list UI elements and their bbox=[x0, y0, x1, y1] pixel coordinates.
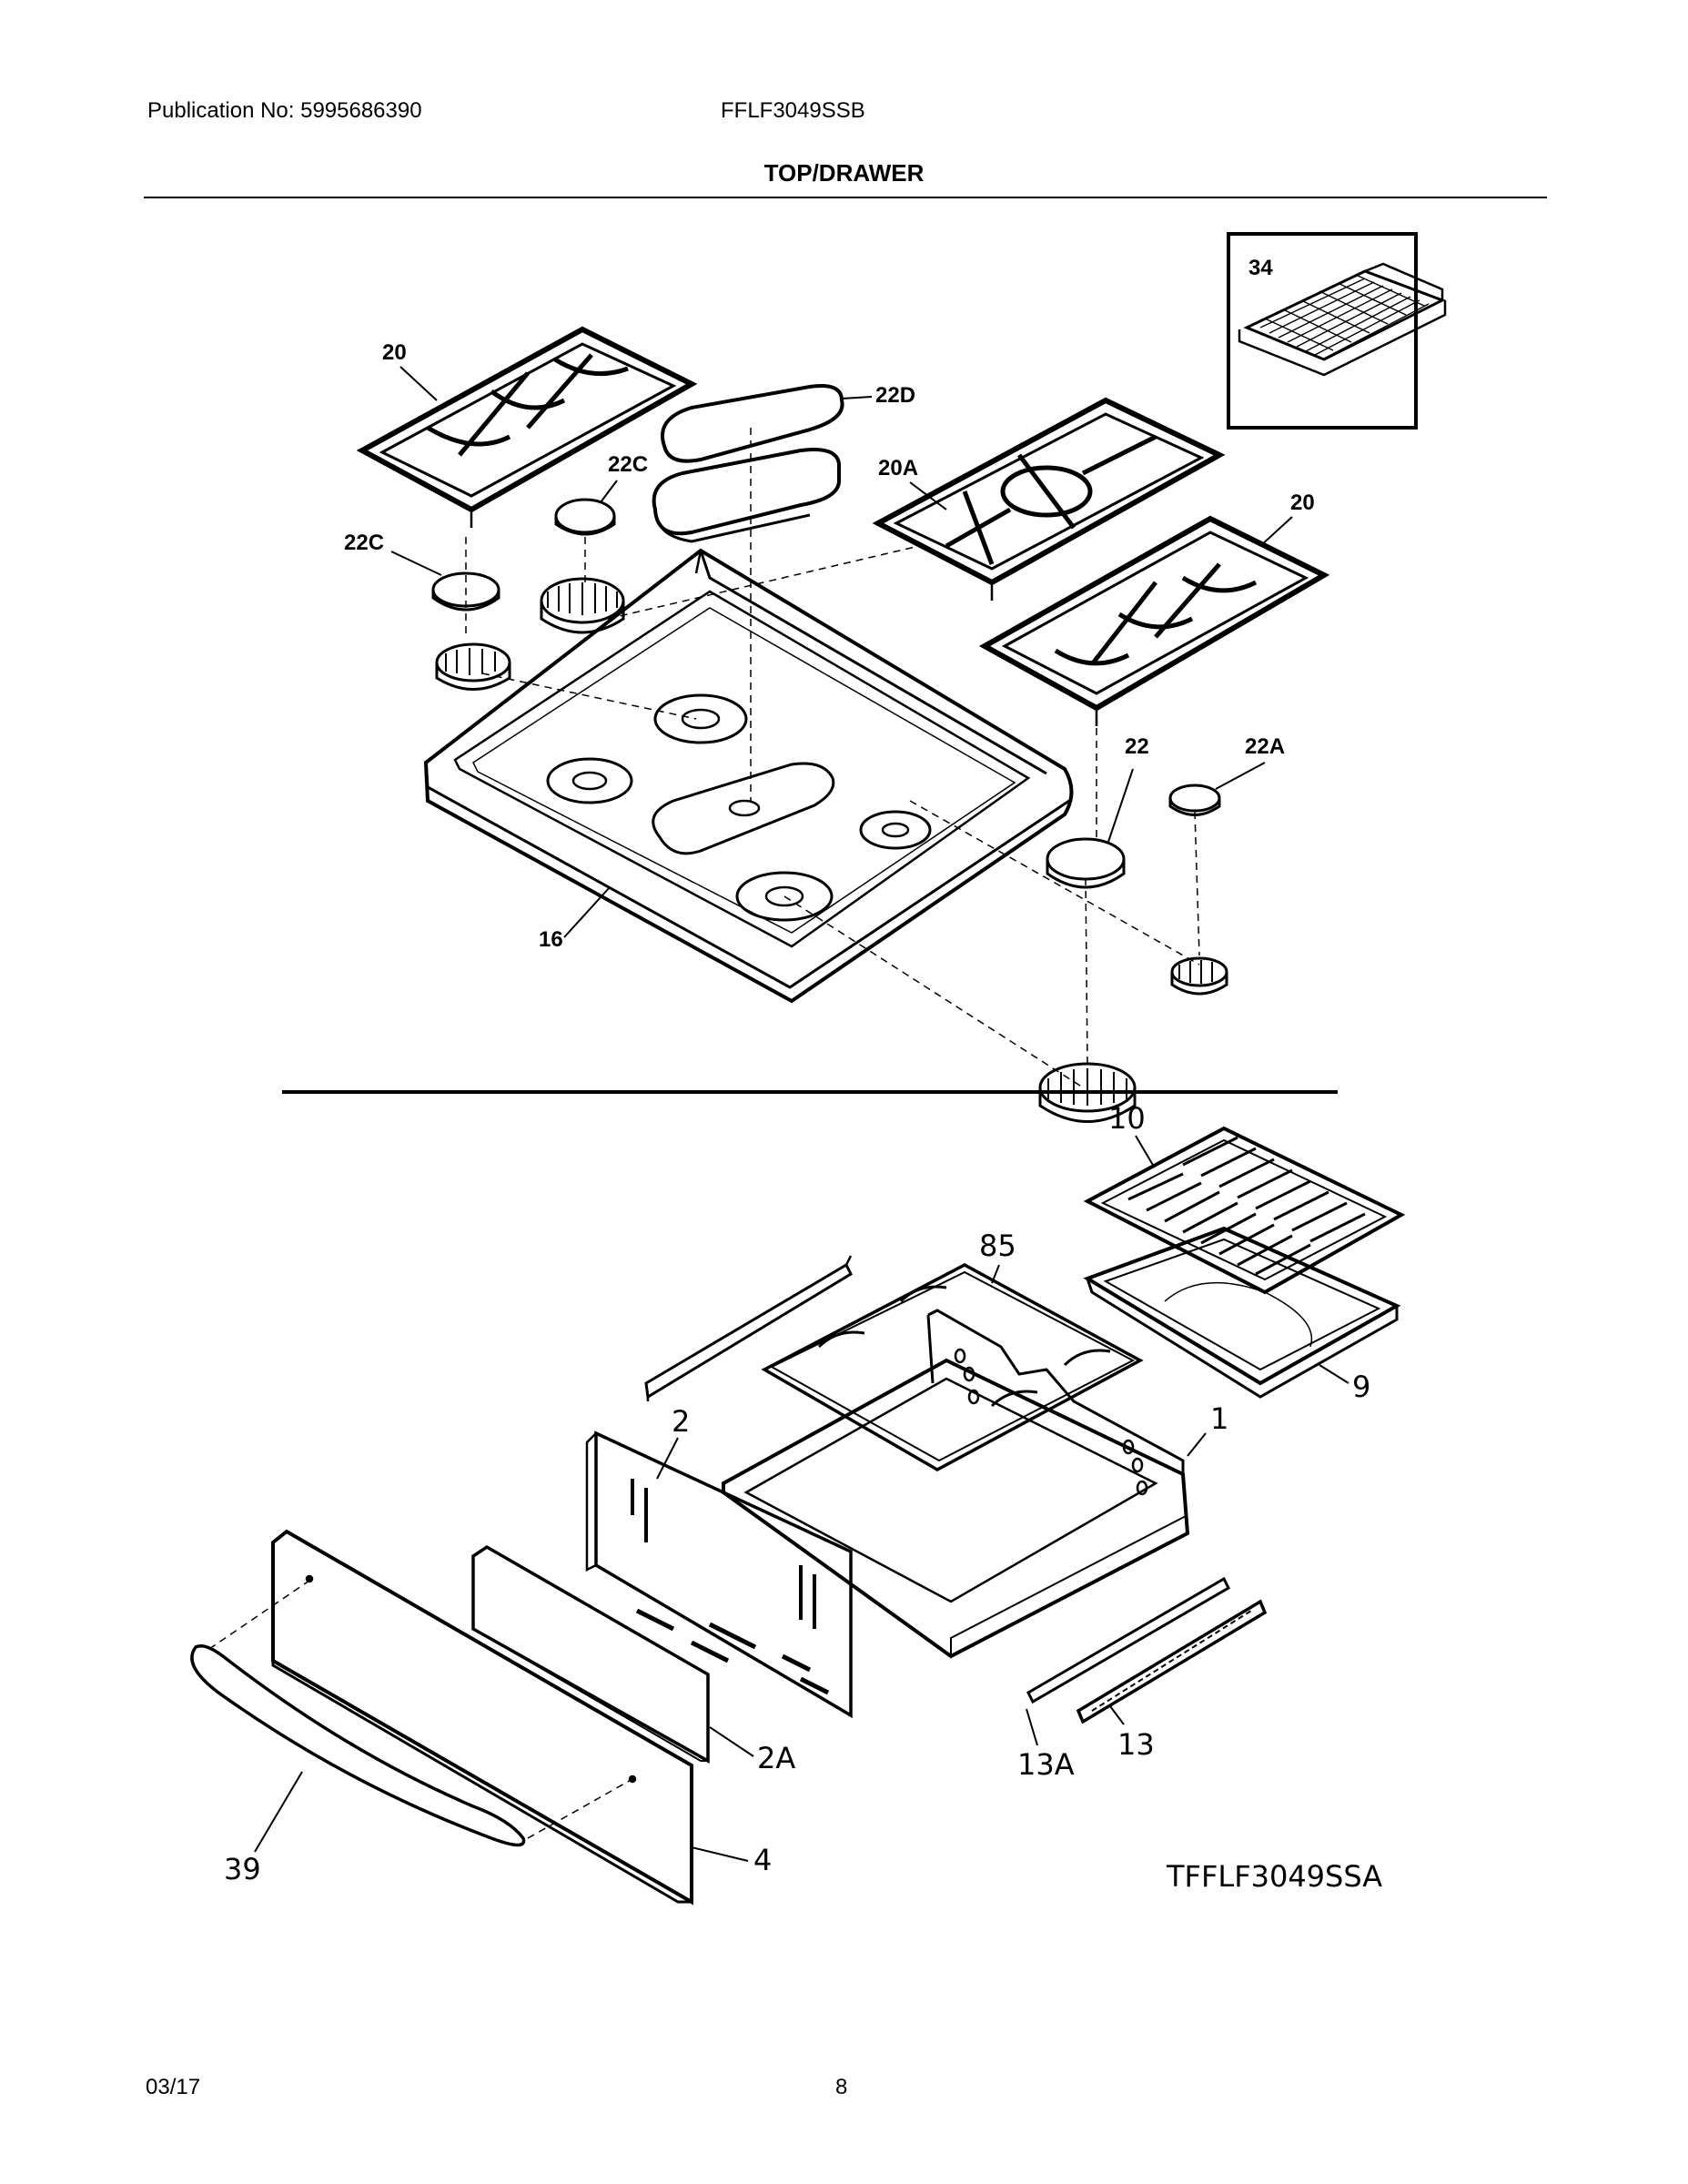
callout-22C-upper: 22C bbox=[608, 452, 648, 477]
callout-13A: 13A bbox=[1017, 1747, 1075, 1782]
callout-20-left: 20 bbox=[382, 340, 407, 365]
broiler-grid bbox=[1083, 1126, 1406, 1295]
footer-date: 03/17 bbox=[146, 2075, 201, 2099]
drawer-front bbox=[271, 1529, 693, 1906]
callout-22C-left: 22C bbox=[344, 531, 384, 555]
broiler-pan bbox=[1083, 1226, 1401, 1399]
callout-20-right: 20 bbox=[1290, 490, 1315, 515]
callout-2A: 2A bbox=[757, 1741, 795, 1775]
assembly-lines-top bbox=[465, 428, 1200, 1088]
wire-rack bbox=[761, 1263, 1144, 1472]
callout-39: 39 bbox=[224, 1852, 261, 1886]
diagram-code: TFFLF3049SSA bbox=[1166, 1859, 1382, 1894]
callout-13: 13 bbox=[1117, 1727, 1155, 1762]
page-number: 8 bbox=[835, 2075, 848, 2099]
callout-16: 16 bbox=[539, 927, 563, 952]
page-title: TOP/DRAWER bbox=[763, 159, 925, 187]
drawer-slide-rails bbox=[1026, 1576, 1268, 1724]
callout-85: 85 bbox=[979, 1228, 1016, 1263]
grate-left bbox=[356, 326, 698, 528]
burner-head-left bbox=[435, 642, 511, 691]
slide-rail-upper bbox=[644, 1255, 853, 1401]
drawer-handle bbox=[190, 1644, 526, 1847]
grate-right bbox=[978, 515, 1330, 726]
cooktop bbox=[423, 548, 1074, 1004]
callout-1: 1 bbox=[1210, 1401, 1228, 1436]
grate-center bbox=[872, 397, 1226, 601]
callout-34: 34 bbox=[1248, 256, 1273, 280]
callout-22: 22 bbox=[1125, 734, 1149, 759]
callout-9: 9 bbox=[1352, 1370, 1370, 1404]
drawer-inner-panel bbox=[471, 1544, 710, 1764]
model-number: FFLF3049SSB bbox=[721, 98, 865, 123]
header-divider bbox=[144, 197, 1547, 198]
griddle-inset bbox=[1227, 232, 1447, 430]
callout-2: 2 bbox=[672, 1404, 690, 1439]
burner-head-large bbox=[1038, 1062, 1137, 1123]
oval-burner-cap bbox=[652, 384, 844, 543]
callout-4: 4 bbox=[753, 1843, 772, 1877]
publication-number: Publication No: 5995686390 bbox=[147, 98, 422, 123]
callout-22A: 22A bbox=[1245, 734, 1285, 759]
drawer-back-panel bbox=[585, 1431, 853, 1719]
callout-20A: 20A bbox=[878, 456, 918, 480]
burner-head-small bbox=[1170, 956, 1228, 996]
callout-10: 10 bbox=[1108, 1101, 1146, 1136]
burner-head-upper bbox=[540, 577, 625, 634]
callout-22D: 22D bbox=[875, 383, 915, 408]
drawer-body bbox=[722, 1309, 1190, 1659]
